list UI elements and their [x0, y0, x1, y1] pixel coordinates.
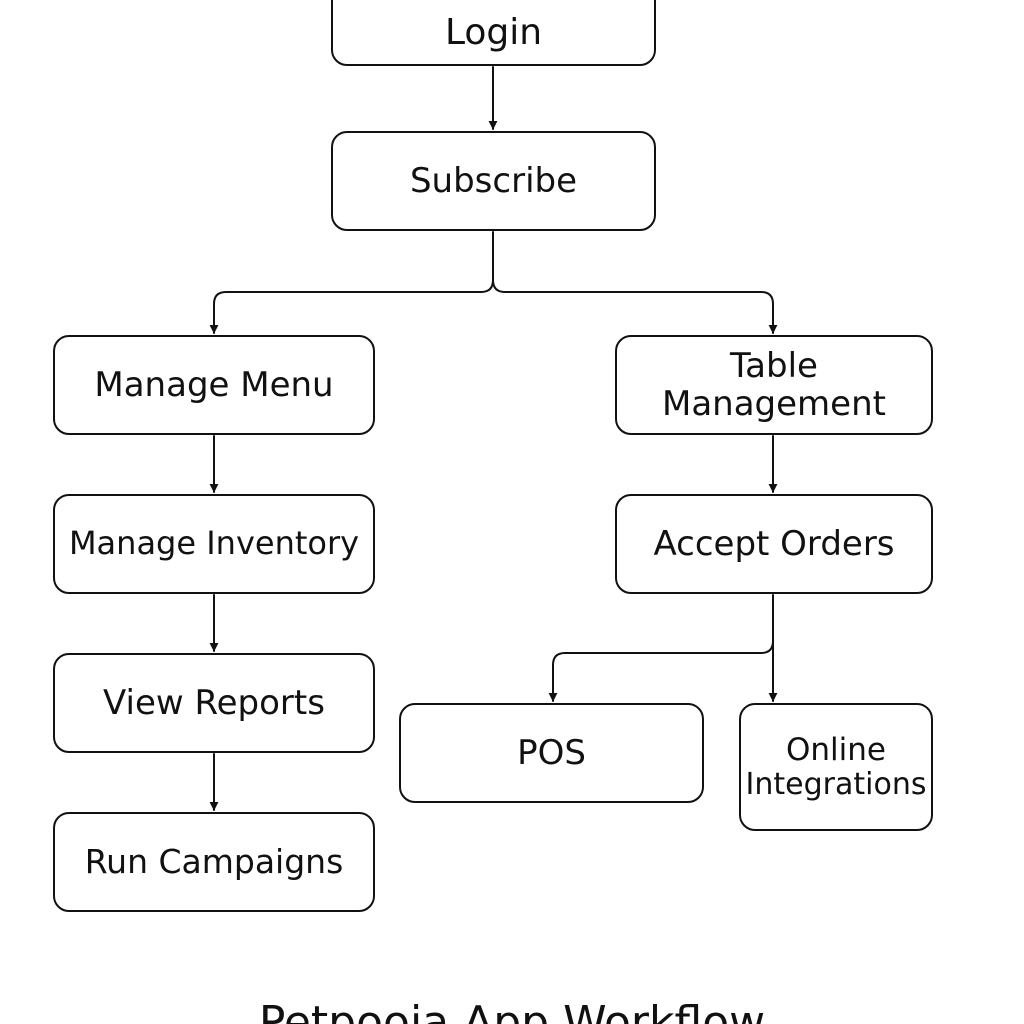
diagram-caption: Petpooja App Workflow: [258, 997, 766, 1024]
node-accept-orders: Accept Orders: [615, 494, 933, 594]
node-manage-inventory: Manage Inventory: [53, 494, 375, 594]
node-manage-inventory-label: Manage Inventory: [68, 524, 360, 563]
node-accept-orders-label: Accept Orders: [653, 523, 895, 564]
node-view-reports-label: View Reports: [103, 682, 325, 723]
node-table-management: Table Management: [615, 335, 933, 435]
node-subscribe-label: Subscribe: [409, 160, 578, 201]
arrow-subscribe-to-table-management: [492, 279, 778, 334]
arrow-subscribe-to-manage-menu: [209, 231, 494, 334]
node-online-integrations-line-2: Integrations: [745, 766, 927, 802]
node-online-integrations-line-1: Online: [786, 731, 886, 768]
node-run-campaigns: Run Campaigns: [53, 812, 375, 912]
arrow-orders-to-pos: [548, 640, 774, 702]
node-table-management-line-2: Management: [662, 384, 886, 424]
node-view-reports: View Reports: [53, 653, 375, 753]
node-run-campaigns-label: Run Campaigns: [84, 841, 344, 881]
node-manage-menu-label: Manage Menu: [94, 364, 334, 405]
node-subscribe: Subscribe: [331, 131, 656, 231]
node-table-management-line-1: Table: [730, 345, 818, 386]
node-pos: POS: [399, 703, 704, 803]
node-login-label: Login: [444, 11, 543, 53]
node-manage-menu: Manage Menu: [53, 335, 375, 435]
node-online-integrations: Online Integrations: [739, 703, 933, 831]
node-pos-label: POS: [517, 732, 586, 773]
node-login: Login: [331, 0, 656, 66]
